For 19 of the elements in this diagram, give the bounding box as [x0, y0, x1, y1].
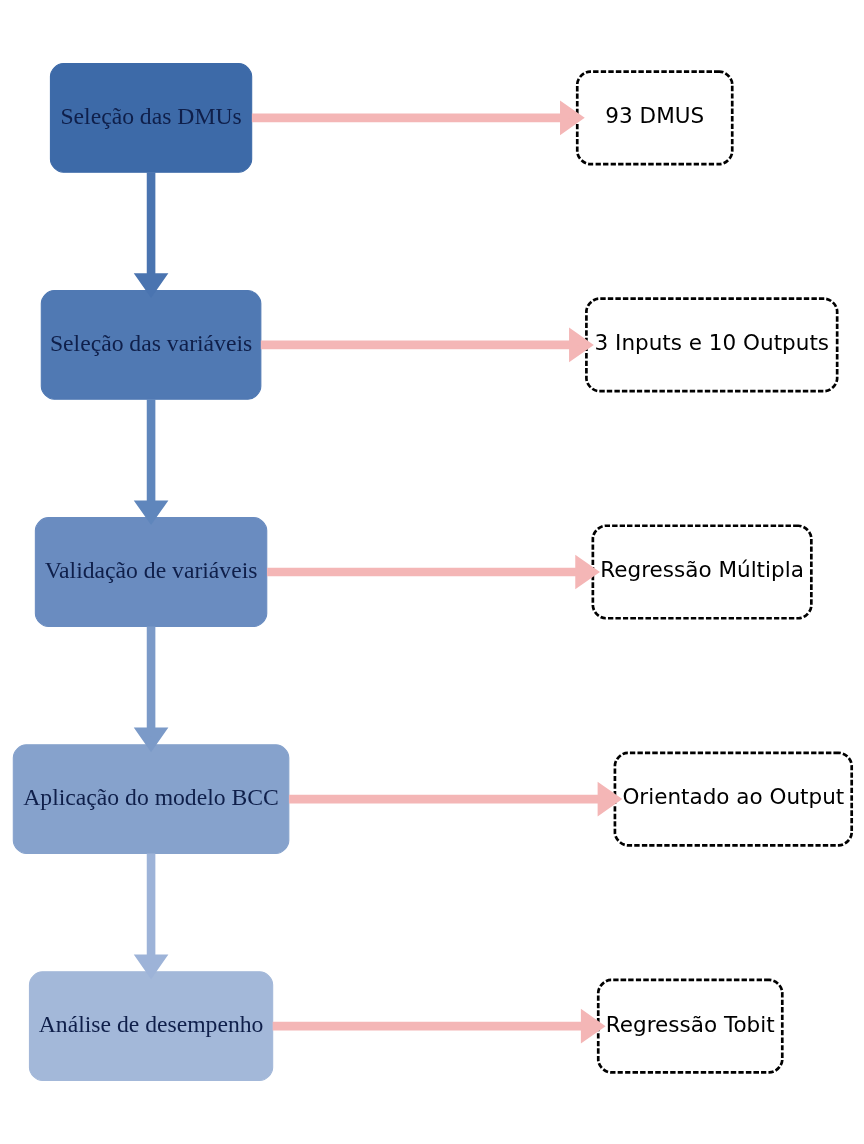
- node-box: Validação de variáveis: [34, 517, 267, 627]
- node-box: 3 Inputs e 10 Outputs: [584, 297, 838, 393]
- node-box: Aplicação do modelo BCC: [12, 744, 289, 854]
- arrow: [133, 626, 168, 753]
- arrow: [272, 1008, 606, 1044]
- arrow: [133, 399, 168, 526]
- arrow: [266, 554, 600, 590]
- node-box: Regressão Múltipla: [591, 524, 813, 620]
- arrow: [288, 781, 622, 817]
- node-box: 93 DMUS: [575, 70, 734, 166]
- arrow: [133, 172, 168, 299]
- node-box: Regressão Tobit: [596, 978, 784, 1074]
- node-box: Análise de desempenho: [28, 971, 273, 1082]
- arrow: [260, 327, 594, 363]
- node-box: Seleção das DMUs: [49, 62, 252, 173]
- node-box: Orientado ao Output: [613, 751, 853, 847]
- arrow: [133, 853, 168, 980]
- node-box: Seleção das variáveis: [40, 290, 261, 400]
- arrow: [251, 100, 585, 136]
